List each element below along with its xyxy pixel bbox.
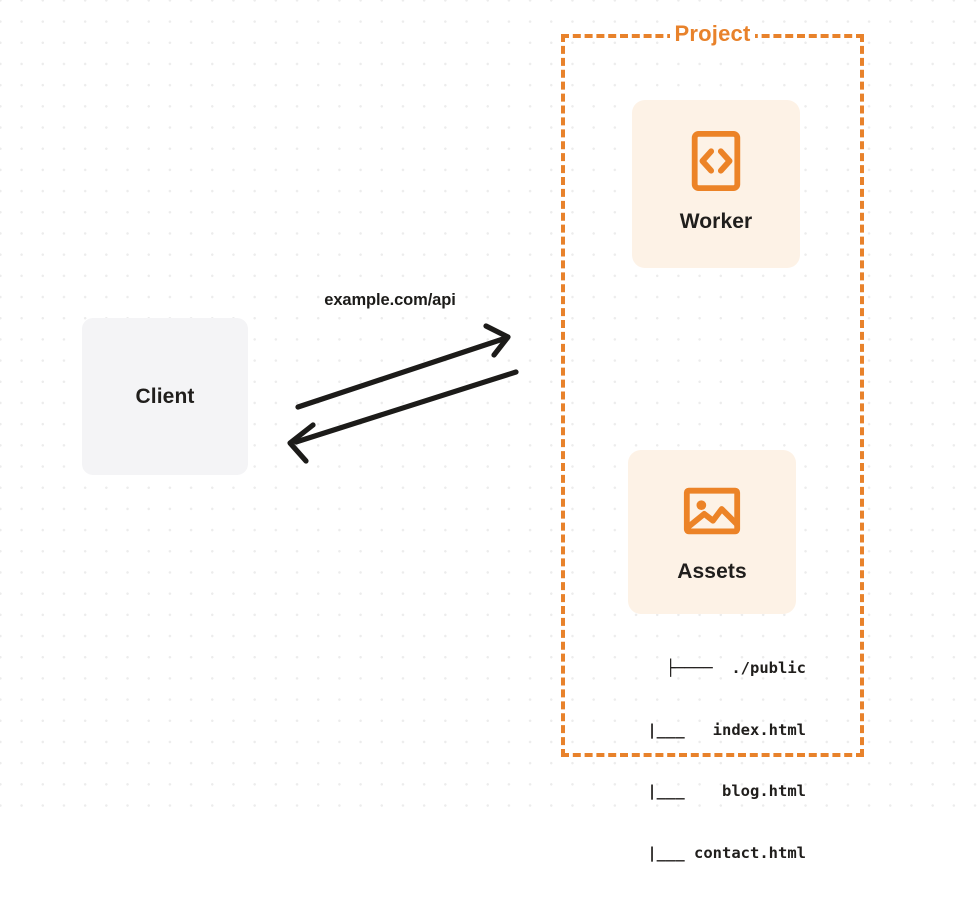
assets-node[interactable]: Assets	[628, 450, 796, 614]
client-node-label: Client	[135, 384, 195, 408]
client-node[interactable]: Client	[82, 318, 248, 475]
response-arrow	[287, 369, 519, 464]
image-icon	[683, 487, 741, 535]
project-boundary-label: Project	[561, 21, 864, 47]
file-tree-row: |___ contact.html	[600, 843, 806, 862]
file-tree-row: |___ index.html	[600, 720, 806, 739]
assets-node-label: Assets	[677, 560, 747, 583]
code-brackets-icon	[691, 130, 741, 192]
diagram-canvas: Client Project Worker Assets ├──── ./pub…	[0, 0, 980, 862]
assets-file-tree: ├──── ./public |___ index.html |___ blog…	[600, 617, 806, 904]
worker-node-label: Worker	[679, 210, 753, 233]
project-boundary-label-text: Project	[669, 21, 756, 46]
file-tree-row: |___ blog.html	[600, 782, 806, 800]
request-arrow	[295, 323, 511, 410]
file-tree-row: ├──── ./public	[666, 659, 806, 677]
worker-node[interactable]: Worker	[632, 100, 800, 268]
connection-label: example.com/api	[324, 291, 456, 309]
